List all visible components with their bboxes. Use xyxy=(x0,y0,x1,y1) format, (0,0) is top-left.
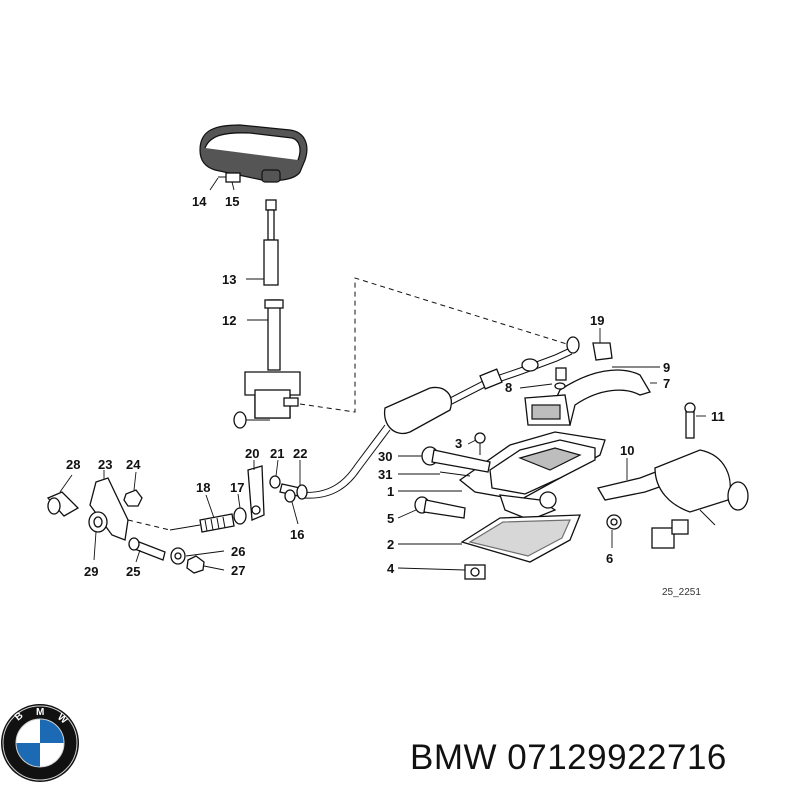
rod-18 xyxy=(169,513,235,533)
nut-27 xyxy=(186,555,205,574)
bolt-28 xyxy=(46,491,80,517)
callout-21: 21 xyxy=(270,446,284,461)
callout-16: 16 xyxy=(290,527,304,542)
clip-16 xyxy=(284,489,296,503)
cover-7 xyxy=(524,369,651,426)
washer-21 xyxy=(269,475,281,489)
nut-24 xyxy=(123,489,143,507)
selector-housing-1 xyxy=(458,431,606,521)
shift-cable xyxy=(299,336,580,499)
callout-19: 19 xyxy=(590,313,604,328)
callout-13: 13 xyxy=(222,272,236,287)
callout-2: 2 xyxy=(387,537,394,552)
callout-1: 1 xyxy=(387,484,394,499)
bolt-30 xyxy=(421,446,491,473)
callout-17: 17 xyxy=(230,480,244,495)
callout-3: 3 xyxy=(455,436,462,451)
washer-26 xyxy=(170,547,186,565)
part-number-caption: BMW 07129922716 xyxy=(410,738,727,778)
bracket-23 xyxy=(89,477,129,541)
bmw-roundel-icon: B M W xyxy=(1,704,79,782)
callout-11: 11 xyxy=(711,409,725,424)
pin-31 xyxy=(439,471,471,477)
callout-20: 20 xyxy=(245,446,259,461)
shift-rod-13 xyxy=(263,199,279,286)
callout-8: 8 xyxy=(505,380,512,395)
washer-29 xyxy=(88,511,108,533)
callout-14: 14 xyxy=(192,194,207,209)
dashed-connector xyxy=(299,277,571,413)
callout-7: 7 xyxy=(663,376,670,391)
bracket-20 xyxy=(247,465,265,521)
callout-12: 12 xyxy=(222,313,236,328)
leader-lines xyxy=(59,177,706,571)
brand-name: BMW xyxy=(410,738,498,777)
shift-lever-12 xyxy=(233,299,301,429)
plate-2 xyxy=(460,514,581,563)
callout-29: 29 xyxy=(84,564,98,579)
bolt-11 xyxy=(684,402,696,439)
bolt-5 xyxy=(414,496,466,519)
callout-28: 28 xyxy=(66,457,80,472)
callout-6: 6 xyxy=(606,551,613,566)
bolt-15 xyxy=(218,172,241,183)
clip-4 xyxy=(464,564,486,580)
part-number: 07129922716 xyxy=(507,738,727,777)
bolt-25 xyxy=(128,537,166,561)
callout-9: 9 xyxy=(663,360,670,375)
callout-26: 26 xyxy=(231,544,245,559)
nut-6 xyxy=(606,514,622,530)
callout-23: 23 xyxy=(98,457,112,472)
dashed-rod xyxy=(127,519,171,531)
callout-4: 4 xyxy=(387,561,395,576)
actuator-10 xyxy=(596,449,749,549)
callout-25: 25 xyxy=(126,564,140,579)
callout-10: 10 xyxy=(620,443,634,458)
callout-31: 31 xyxy=(378,467,392,482)
callout-5: 5 xyxy=(387,511,394,526)
callout-18: 18 xyxy=(196,480,210,495)
callout-27: 27 xyxy=(231,563,245,578)
callout-15: 15 xyxy=(225,194,239,209)
logo-letter-m: M xyxy=(36,707,44,718)
clip-17 xyxy=(233,507,247,525)
screw-3 xyxy=(474,432,486,455)
gear-knob xyxy=(199,124,308,183)
diagram-code: 25_2251 xyxy=(662,587,701,598)
callout-22: 22 xyxy=(293,446,307,461)
screw-8 xyxy=(554,367,567,390)
callout-labels: 14 15 13 12 19 9 8 7 11 10 3 30 31 1 5 2… xyxy=(66,194,725,598)
callout-30: 30 xyxy=(378,449,392,464)
clip-19 xyxy=(592,342,613,361)
callout-24: 24 xyxy=(126,457,141,472)
